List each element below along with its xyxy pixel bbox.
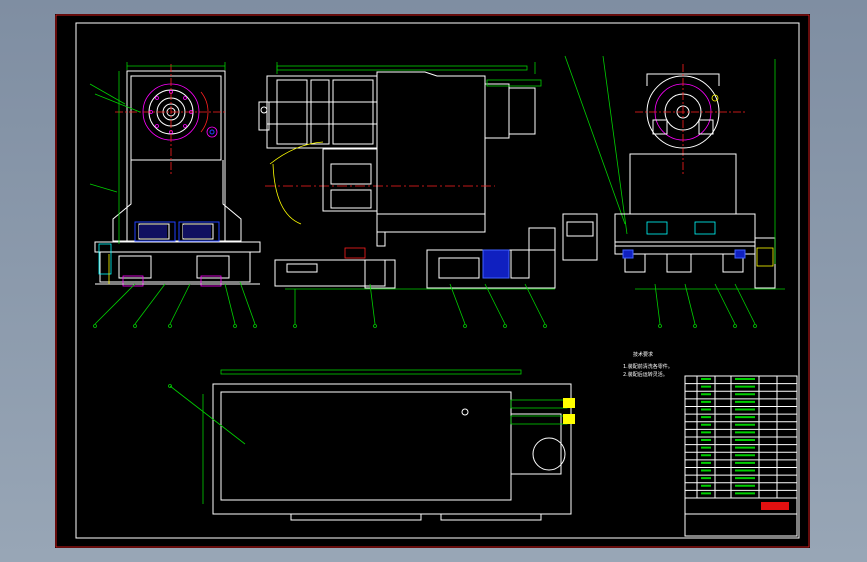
title-block-cell-mark	[735, 416, 755, 419]
title-block-cell-mark	[701, 431, 711, 434]
notes-title: 技术要求	[633, 351, 653, 358]
title-block-cell-mark	[735, 477, 755, 480]
front-view	[89, 62, 261, 328]
title-block-cell-mark	[701, 393, 711, 396]
title-block-cell-mark	[701, 439, 711, 441]
title-block-cell-mark	[701, 492, 711, 495]
detail-box	[562, 213, 598, 261]
title-block-cell-mark	[735, 439, 755, 441]
drawing-frame	[75, 22, 800, 539]
title-block-cell-mark	[735, 385, 755, 388]
title-block-cell-mark	[735, 378, 755, 380]
title-block-cell-mark	[735, 393, 755, 396]
title-block-cell-mark	[701, 423, 711, 426]
title-block-cell-mark	[735, 400, 755, 403]
title-block-cell-mark	[701, 446, 711, 449]
title-block-cell-mark	[701, 400, 711, 403]
sheet-border	[55, 14, 810, 548]
end-view	[564, 55, 785, 328]
notes-line-2: 2.装配后运转灵活。	[623, 371, 668, 378]
title-block-cell-mark	[701, 484, 711, 487]
title-block-cell-mark	[735, 461, 755, 464]
title-block-cell-mark	[701, 385, 711, 388]
title-block-cell-mark	[701, 378, 711, 380]
title-block-cell-mark	[735, 454, 755, 457]
drawing-canvas: 技术要求 1.装配前清洗各零件。 2.装配后运转灵活。	[55, 14, 810, 548]
title-block-cell-mark	[735, 408, 755, 411]
title-stamp	[761, 502, 789, 510]
title-block-cell-mark	[701, 469, 711, 472]
title-block-cell-mark	[735, 431, 755, 434]
side-view	[258, 62, 556, 328]
title-block-cell-mark	[701, 416, 711, 419]
title-block-cell-mark	[701, 454, 711, 457]
title-block-cell-mark	[735, 484, 755, 487]
title-block-cell-mark	[701, 461, 711, 464]
top-view	[168, 369, 575, 521]
title-block-cell-mark	[701, 477, 711, 480]
title-block-cell-mark	[735, 492, 755, 495]
detail-box-inner	[566, 221, 594, 237]
title-block	[684, 375, 798, 537]
title-block-cell-mark	[735, 423, 755, 426]
title-block-cell-mark	[701, 408, 711, 411]
title-block-cell-mark	[735, 469, 755, 472]
title-block-cell-mark	[735, 446, 755, 449]
drawing-sheet: 技术要求 1.装配前清洗各零件。 2.装配后运转灵活。	[55, 14, 810, 548]
technical-notes: 技术要求 1.装配前清洗各零件。 2.装配后运转灵活。	[623, 351, 673, 378]
notes-line-1: 1.装配前清洗各零件。	[623, 363, 673, 370]
